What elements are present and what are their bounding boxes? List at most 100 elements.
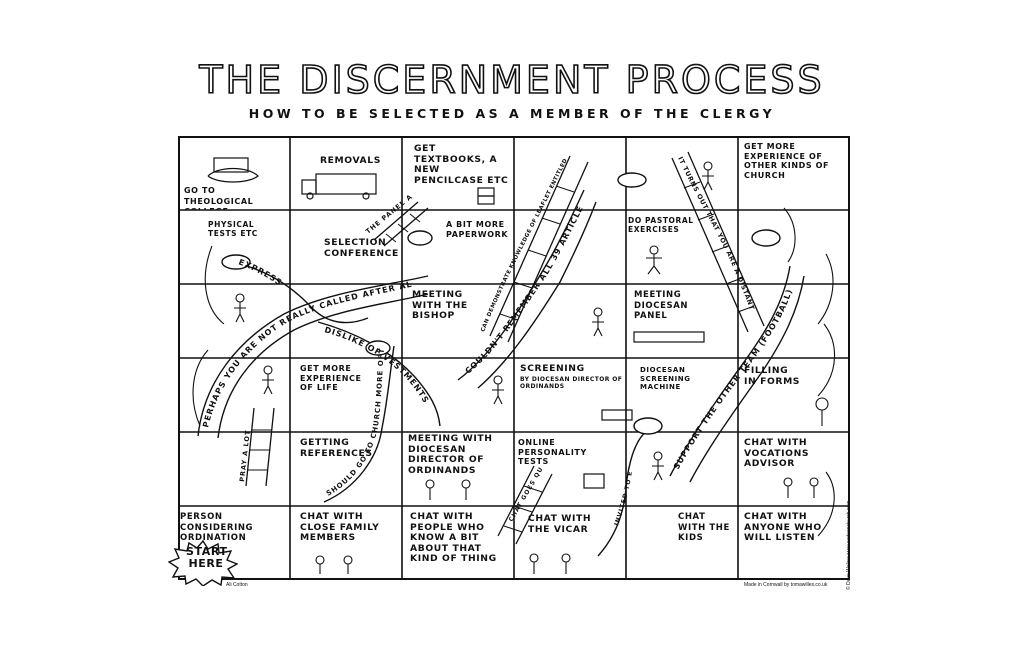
snake-head-vestments: [407, 230, 433, 246]
square-removals: REMOVALS: [290, 136, 402, 210]
square-label: CHAT WITH THE VICAR: [528, 513, 592, 535]
person-icon: [592, 307, 604, 337]
curved-arrow: [817, 253, 834, 325]
square-selection-conference: SELECTION CONFERENCE: [290, 210, 402, 284]
curved-arrow: [204, 245, 225, 325]
person-icon: [652, 451, 664, 481]
square-label: MEETING WITH DIOCESAN DIRECTOR OF ORDINA…: [408, 433, 493, 476]
removal-van-icon: [315, 173, 377, 195]
panel-desk-icon: [633, 331, 705, 343]
snake-head-explore: [633, 417, 663, 435]
square-label: MEETING DIOCESAN PANEL: [634, 290, 689, 321]
person-icon: [783, 477, 793, 498]
person-icon: [492, 375, 504, 405]
square-online-tests: ONLINE PERSONALITY TESTS: [514, 432, 626, 506]
square-theological-college: GO TO THEOLOGICAL COLLEGE: [178, 136, 290, 210]
college-building-icon: [213, 157, 249, 173]
snake-explore: [597, 429, 649, 557]
ladder-panel: [373, 201, 429, 247]
square-meeting-bishop: MEETING WITH THE BISHOP: [402, 284, 514, 358]
ladder-bishop: [671, 151, 765, 333]
snake-label-football: SUPPORT THE OTHER TEAM (FOOTBALL): [672, 288, 794, 471]
square-label: CHAT WITH VOCATIONS ADVISOR: [744, 437, 810, 469]
game-board: GO TO THEOLOGICAL COLLEGE REMOVALS GET T…: [178, 136, 850, 580]
square-diocesan-panel: MEETING DIOCESAN PANEL: [626, 284, 738, 358]
person-icon: [815, 397, 829, 426]
square-label: CHAT WITH CLOSE FAMILY MEMBERS: [300, 511, 380, 543]
square-physical-tests: PHYSICAL TESTS ETC: [178, 210, 290, 284]
square-vicar: CHAT WITH THE VICAR: [514, 506, 626, 580]
square-label: PHYSICAL TESTS ETC: [208, 220, 258, 238]
ladder-chat: [497, 465, 553, 545]
square-filling-forms: FILLING IN FORMS: [738, 358, 850, 432]
books-icon: [477, 195, 495, 205]
board-grid: [178, 136, 850, 580]
ladder-label-pray: PRAY A LOT: [238, 429, 252, 482]
people-doodles: [192, 161, 836, 574]
square-anyone: CHAT WITH ANYONE WHO WILL LISTEN: [738, 506, 850, 580]
square-person-considering: PERSON CONSIDERING ORDINATION: [178, 506, 290, 580]
snake-football: [669, 265, 791, 477]
credit-left: Ali Cotton: [226, 582, 248, 588]
snake-39-inner: [477, 201, 597, 389]
square-label: A BIT MORE PAPERWORK: [446, 220, 509, 239]
square-kids: CHAT WITH THE KIDS: [626, 506, 738, 580]
square-label: GET MORE EXPERIENCE OF OTHER KINDS OF CH…: [744, 142, 830, 180]
snake-label-express: EXPRESS: [237, 257, 284, 287]
start-label-line1: START: [186, 545, 228, 558]
screening-subtitle: BY DIOCESAN DIRECTOR OF ORDINANDS: [520, 376, 623, 390]
page-title: THE DISCERNMENT PROCESS: [199, 57, 825, 103]
snake-head-express: [221, 254, 251, 270]
square-label: CHAT WITH ANYONE WHO WILL LISTEN: [744, 511, 822, 543]
person-icon: [234, 293, 246, 323]
laptop-icon: [583, 473, 605, 489]
snake-head-church: [365, 340, 391, 356]
square-label: SELECTION CONFERENCE: [324, 237, 399, 259]
ladder-pray: [245, 407, 275, 487]
start-here-label: START HERE: [186, 545, 228, 570]
square-label: CHAT WITH THE KIDS: [678, 512, 730, 543]
person-icon: [646, 245, 662, 275]
square-label: FILLING IN FORMS: [744, 365, 801, 387]
square-label: GET MORE EXPERIENCE OF LIFE: [300, 364, 362, 392]
snake-perhaps: [197, 275, 429, 437]
snake-head-39: [617, 172, 647, 188]
person-icon: [702, 161, 714, 191]
square-people-who-know: CHAT WITH PEOPLE WHO KNOW A BIT ABOUT TH…: [402, 506, 514, 580]
snake-vestments: [317, 321, 441, 427]
square-label: PERSON CONSIDERING ORDINATION: [180, 512, 254, 543]
start-here-starburst: [168, 540, 238, 586]
snake-perhaps-inner: [217, 293, 429, 439]
person-icon: [529, 553, 539, 574]
square-experience-of-life: GET MORE EXPERIENCE OF LIFE: [290, 358, 402, 432]
curved-arrow: [817, 471, 835, 537]
curved-arrow: [817, 323, 836, 397]
square-label: ONLINE PERSONALITY TESTS: [518, 438, 587, 466]
square-label: GET TEXTBOOKS, A NEW PENCILCASE ETC: [414, 143, 509, 186]
square-label: MEETING WITH THE BISHOP: [412, 289, 468, 321]
snake-head-football: [751, 229, 781, 247]
credit-right: Made in Cornwall by tomawilles.co.uk: [744, 582, 828, 588]
square-meeting-ddo: MEETING WITH DIOCESAN DIRECTOR OF ORDINA…: [402, 432, 514, 506]
person-icon: [425, 479, 435, 500]
snake-church: [323, 345, 395, 503]
snake-football-inner: [689, 275, 805, 483]
person-icon: [343, 555, 353, 574]
square-label: CHAT WITH PEOPLE WHO KNOW A BIT ABOUT TH…: [410, 511, 497, 564]
person-icon: [809, 477, 819, 498]
square-label: SCREENING: [520, 363, 585, 374]
person-icon: [561, 553, 571, 574]
square-pastoral-exercises: DO PASTORAL EXERCISES: [626, 210, 738, 284]
screening-machine-icon: [601, 409, 633, 421]
square-label: GETTING REFERENCES: [300, 437, 373, 459]
snake-label-church: SHOULD GO TO CHURCH MORE OFTEN: [178, 136, 386, 498]
square-label: DIOCESAN SCREENING MACHINE: [640, 366, 691, 391]
square-vocations-advisor: CHAT WITH VOCATIONS ADVISOR: [738, 432, 850, 506]
curved-arrow: [783, 207, 796, 263]
square-screening: SCREENING BY DIOCESAN DIRECTOR OF ORDINA…: [514, 358, 626, 432]
square-references: GETTING REFERENCES: [290, 432, 402, 506]
person-icon: [262, 365, 274, 395]
page-subtitle: HOW TO BE SELECTED AS A MEMBER OF THE CL…: [248, 106, 776, 121]
square-label: REMOVALS: [320, 155, 381, 166]
square-screening-machine: DIOCESAN SCREENING MACHINE: [626, 358, 738, 432]
